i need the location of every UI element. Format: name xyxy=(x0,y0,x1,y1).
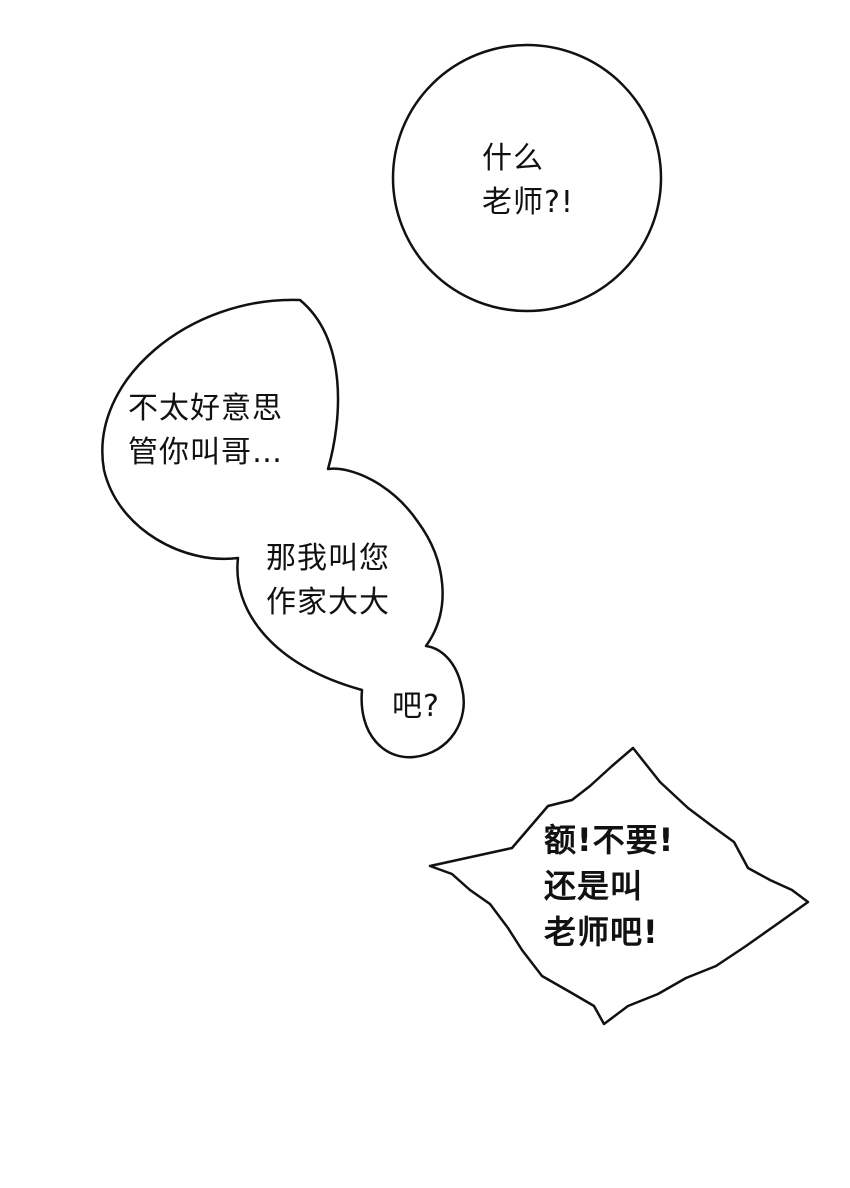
bubble-top-right-line-1: 什么 xyxy=(482,141,544,176)
bubble-left-line-1: 不太好意思 xyxy=(128,391,283,426)
bubble-middle-line-1: 那我叫您 xyxy=(266,541,390,576)
bubble-top-right-line-2: 老师?! xyxy=(482,185,574,220)
bubble-left-line-2: 管你叫哥… xyxy=(128,435,283,470)
bubble-shout-line-2: 还是叫 xyxy=(544,867,644,905)
bubble-middle-line-2: 作家大大 xyxy=(266,585,390,620)
bubble-top-right xyxy=(391,43,663,313)
bubble-shout-line-3: 老师吧! xyxy=(544,913,659,951)
bubble-small-line-1: 吧? xyxy=(392,689,440,724)
bubble-shout-line-1: 额!不要! xyxy=(544,821,675,859)
bubble-multi-lobe xyxy=(101,298,465,759)
bubble-shout xyxy=(428,746,810,1026)
